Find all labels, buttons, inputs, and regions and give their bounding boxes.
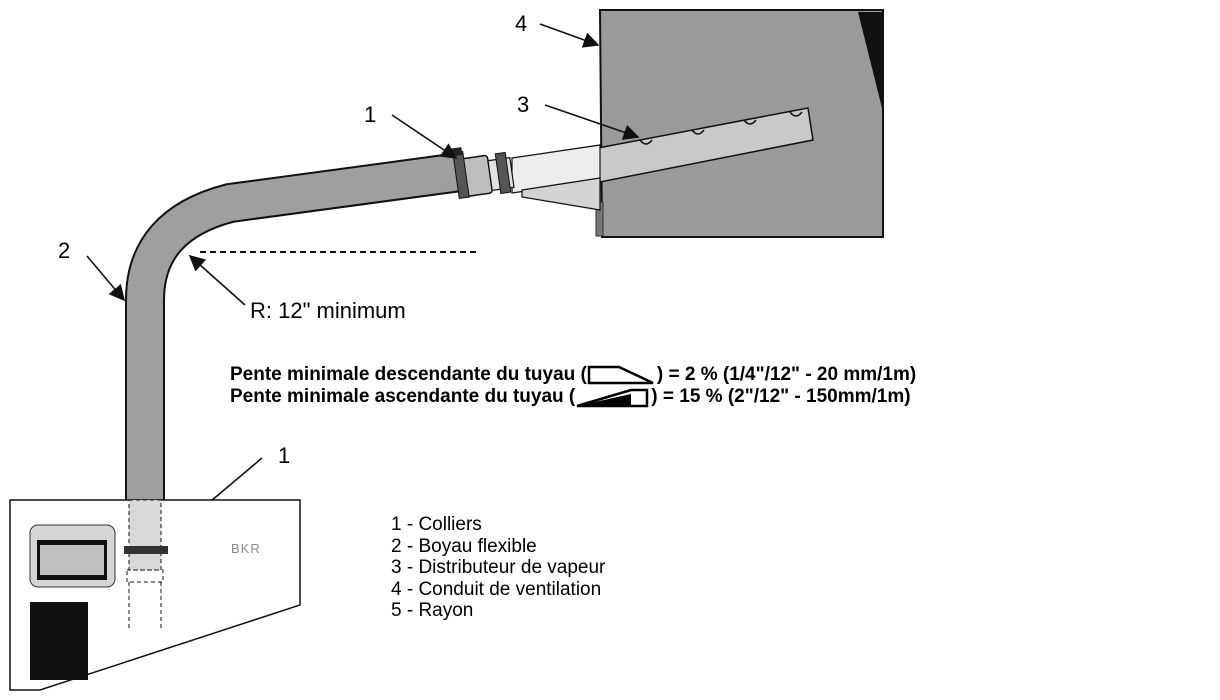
descending-slope-icon bbox=[587, 365, 654, 385]
callout-distributor: 3 bbox=[517, 92, 530, 117]
slope-descending-suffix: ) = 2 % (1/4"/12" - 20 mm/1m) bbox=[656, 364, 917, 385]
callout-duct: 4 bbox=[515, 11, 528, 36]
callout-hose: 2 bbox=[58, 238, 71, 263]
humidifier-unit bbox=[9, 499, 301, 691]
slope-descending-note: Pente minimale descendante du tuyau ( ) =… bbox=[230, 364, 916, 386]
legend: 1 - Colliers 2 - Boyau flexible 3 - Dist… bbox=[391, 514, 605, 622]
ascending-slope-icon bbox=[576, 388, 649, 408]
slope-ascending-suffix: ) = 15 % (2"/12" - 150mm/1m) bbox=[651, 386, 911, 408]
callout-clamp-top: 1 bbox=[364, 102, 377, 127]
slope-ascending-prefix: Pente minimale ascendante du tuyau ( bbox=[230, 386, 576, 408]
legend-item: 3 - Distributeur de vapeur bbox=[391, 557, 606, 578]
leader-lines bbox=[86, 23, 640, 546]
legend-item: 2 - Boyau flexible bbox=[391, 535, 537, 557]
callout-clamp-bottom: 1 bbox=[278, 443, 291, 468]
slope-descending-prefix: Pente minimale descendante du tuyau ( bbox=[230, 364, 587, 385]
steam-distributor bbox=[511, 107, 814, 211]
legend-item: 5 - Rayon bbox=[391, 600, 474, 621]
humidifier-brand: BKR bbox=[231, 541, 261, 556]
radius-label: R: 12" minimum bbox=[250, 298, 406, 323]
legend-item: 1 - Colliers bbox=[391, 514, 482, 535]
legend-item: 4 - Conduit de ventilation bbox=[391, 578, 602, 600]
slope-ascending-note: Pente minimale ascendante du tuyau ( ) = … bbox=[230, 386, 911, 408]
flexible-hose bbox=[125, 152, 515, 505]
